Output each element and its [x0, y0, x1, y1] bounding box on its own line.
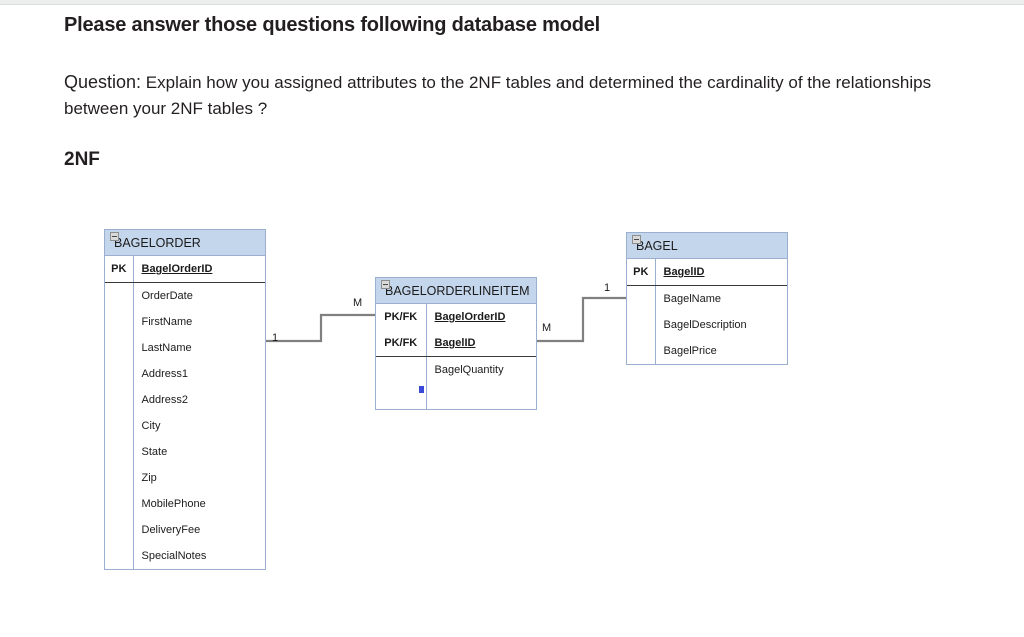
- primary-key-divider: [627, 285, 787, 286]
- attribute-name: BagelQuantity: [434, 364, 504, 376]
- key-indicator: [105, 361, 134, 387]
- key-indicator: PK/FK: [376, 304, 427, 330]
- attribute-name: FirstName: [141, 316, 193, 328]
- attribute-name: LastName: [141, 342, 192, 354]
- question-paragraph: Question: Explain how you assigned attri…: [64, 69, 969, 122]
- question-text: Explain how you assigned attributes to t…: [64, 73, 932, 118]
- key-indicator: [105, 491, 134, 517]
- table-row-empty: [376, 383, 536, 409]
- selection-handle[interactable]: [419, 386, 424, 393]
- attribute-name: Address1: [141, 368, 188, 380]
- entity-header-bagelorder[interactable]: BAGELORDER: [105, 230, 265, 256]
- key-indicator: [627, 338, 656, 364]
- table-row: Address2: [105, 387, 265, 413]
- primary-key-divider: [376, 356, 536, 357]
- table-row: FirstName: [105, 309, 265, 335]
- key-indicator: [105, 413, 134, 439]
- attribute-name: BagelOrderID: [141, 263, 213, 275]
- entity-title-bagelorder: BAGELORDER: [114, 236, 201, 250]
- table-row: Zip: [105, 465, 265, 491]
- page-title: Please answer those questions following …: [64, 14, 601, 36]
- table-row: DeliveryFee: [105, 517, 265, 543]
- section-heading-2nf: 2NF: [64, 149, 100, 170]
- table-row: PK BagelID: [627, 259, 787, 285]
- connector-lineitem-to-bagel: [537, 296, 626, 343]
- attribute-name: BagelID: [663, 266, 705, 278]
- table-row: MobilePhone: [105, 491, 265, 517]
- minus-box-icon[interactable]: [632, 235, 641, 244]
- table-row: PK/FK BagelOrderID: [376, 304, 536, 330]
- attribute-name: [426, 383, 536, 409]
- attribute-name: BagelOrderID: [434, 311, 506, 323]
- entity-title-bagel: BAGEL: [636, 239, 678, 253]
- table-row: BagelPrice: [627, 338, 787, 364]
- minus-box-icon[interactable]: [110, 232, 119, 241]
- attribute-name: Zip: [141, 472, 157, 484]
- attribute-name: City: [141, 420, 161, 432]
- entity-title-bagelorderlineitem: BAGELORDERLINEITEM: [385, 284, 530, 298]
- attribute-name: BagelName: [663, 293, 721, 305]
- question-label: Question:: [64, 72, 142, 92]
- entity-attributes-bagelorder: PK BagelOrderID OrderDate FirstName Last…: [105, 256, 265, 569]
- key-indicator: [627, 312, 656, 338]
- attribute-name: OrderDate: [141, 290, 193, 302]
- primary-key-divider: [105, 282, 265, 283]
- cardinality-label-bagel-side: 1: [604, 282, 611, 294]
- table-row: State: [105, 439, 265, 465]
- entity-bagel[interactable]: BAGEL PK BagelID BagelName BagelDescript…: [626, 232, 788, 365]
- table-row: OrderDate: [105, 283, 265, 309]
- table-row: Address1: [105, 361, 265, 387]
- key-indicator: PK: [627, 259, 656, 285]
- table-row: BagelName: [627, 286, 787, 312]
- table-row: City: [105, 413, 265, 439]
- table-row: PK BagelOrderID: [105, 256, 265, 282]
- key-indicator: [105, 517, 134, 543]
- top-divider: [0, 0, 1024, 5]
- key-indicator: [105, 335, 134, 361]
- key-indicator: [105, 465, 134, 491]
- attribute-name: BagelID: [434, 337, 476, 349]
- key-indicator: PK: [105, 256, 134, 282]
- table-row: BagelDescription: [627, 312, 787, 338]
- attribute-name: State: [141, 446, 168, 458]
- cardinality-label-lineitem-left: M: [353, 297, 363, 309]
- entity-attributes-bagel: PK BagelID BagelName BagelDescription Ba…: [627, 259, 787, 364]
- attribute-name: BagelDescription: [663, 319, 747, 331]
- table-row: SpecialNotes: [105, 543, 265, 569]
- table-row: BagelQuantity: [376, 357, 536, 383]
- connector-order-to-lineitem: [266, 313, 375, 343]
- cardinality-label-lineitem-right: M: [542, 322, 552, 334]
- entity-attributes-bagelorderlineitem: PK/FK BagelOrderID PK/FK BagelID BagelQu…: [376, 304, 536, 409]
- key-indicator: PK/FK: [376, 330, 427, 356]
- attribute-name: DeliveryFee: [141, 524, 201, 536]
- key-indicator: [105, 543, 134, 569]
- entity-bagelorderlineitem[interactable]: BAGELORDERLINEITEM PK/FK BagelOrderID PK…: [375, 277, 537, 410]
- key-indicator: [376, 357, 427, 383]
- key-indicator: [627, 286, 656, 312]
- key-indicator: [376, 383, 427, 409]
- attribute-name: BagelPrice: [663, 345, 717, 357]
- key-indicator: [105, 283, 134, 309]
- table-row: PK/FK BagelID: [376, 330, 536, 356]
- attribute-name: MobilePhone: [141, 498, 206, 510]
- attribute-name: Address2: [141, 394, 188, 406]
- attribute-name: SpecialNotes: [141, 550, 207, 562]
- key-indicator: [105, 387, 134, 413]
- entity-header-bagelorderlineitem[interactable]: BAGELORDERLINEITEM: [376, 278, 536, 304]
- table-row: LastName: [105, 335, 265, 361]
- key-indicator: [105, 309, 134, 335]
- cardinality-label-order-side: 1: [272, 332, 279, 344]
- minus-box-icon[interactable]: [381, 280, 390, 289]
- key-indicator: [105, 439, 134, 465]
- entity-bagelorder[interactable]: BAGELORDER PK BagelOrderID OrderDate Fir…: [104, 229, 266, 570]
- entity-header-bagel[interactable]: BAGEL: [627, 233, 787, 259]
